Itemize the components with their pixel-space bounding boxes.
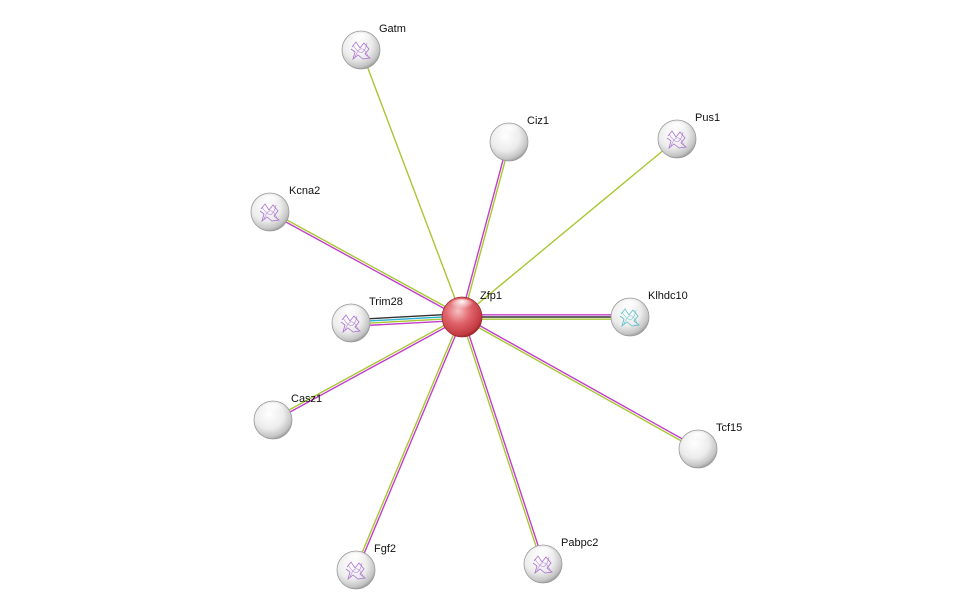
edge-line-textmining: [272, 315, 462, 420]
node-highlight: [686, 431, 710, 446]
node-highlight: [449, 299, 475, 313]
protein-structure-thumbnail: [259, 203, 280, 223]
protein-structure-detail: [342, 315, 359, 331]
node-highlight: [665, 121, 689, 136]
protein-structure-thumbnail: [340, 314, 361, 334]
node-highlight: [344, 552, 368, 567]
edge-line-experiments: [356, 317, 464, 571]
protein-structure-detail: [352, 42, 369, 58]
node-highlight: [497, 124, 521, 139]
node-casz1[interactable]: Casz1: [253, 393, 322, 440]
protein-structure-thumbnail: [345, 561, 366, 581]
node-zfp1[interactable]: Zfp1: [441, 290, 502, 338]
protein-structure-thumbnail: [532, 555, 553, 575]
edge-pabpc2[interactable]: [460, 316, 545, 565]
edge-kcna2[interactable]: [269, 210, 463, 319]
protein-structure-detail: [261, 204, 278, 220]
edge-line-textmining: [354, 316, 462, 570]
edge-pus1[interactable]: [461, 138, 678, 318]
edge-line-experiments: [462, 316, 545, 564]
node-label-pus1: Pus1: [695, 112, 720, 124]
node-label-kcna2: Kcna2: [289, 185, 320, 197]
edge-line-textmining: [360, 49, 463, 318]
edge-line-textmining: [270, 210, 463, 317]
node-pus1[interactable]: Pus1: [657, 112, 720, 159]
edge-tcf15[interactable]: [461, 315, 699, 451]
protein-structure-detail: [668, 131, 685, 147]
edge-fgf2[interactable]: [354, 316, 464, 571]
edge-line-textmining: [461, 317, 698, 451]
edges-layer: [269, 49, 699, 571]
protein-structure-thumbnail: [350, 41, 371, 61]
protein-structure-detail: [534, 556, 551, 572]
edge-line-experiments: [460, 141, 509, 317]
edge-ciz1[interactable]: [460, 141, 511, 318]
node-kcna2[interactable]: Kcna2: [250, 185, 320, 232]
node-fgf2[interactable]: Fgf2: [336, 543, 396, 590]
protein-structure-thumbnail: [619, 308, 640, 328]
node-label-tcf15: Tcf15: [716, 422, 742, 434]
node-tcf15[interactable]: Tcf15: [678, 422, 742, 469]
node-label-klhdc10: Klhdc10: [648, 290, 688, 302]
node-highlight: [349, 32, 373, 47]
edge-gatm[interactable]: [360, 49, 463, 318]
edge-casz1[interactable]: [272, 315, 463, 422]
node-highlight: [531, 546, 555, 561]
node-label-pabpc2: Pabpc2: [561, 537, 598, 549]
protein-structure-detail: [621, 309, 638, 325]
node-label-casz1: Casz1: [291, 393, 322, 405]
edge-line-experiments: [273, 317, 463, 422]
edge-line-textmining: [461, 138, 678, 318]
protein-structure-detail: [347, 562, 364, 578]
node-label-gatm: Gatm: [379, 23, 406, 35]
node-ciz1[interactable]: Ciz1: [489, 115, 549, 162]
protein-structure-thumbnail: [666, 130, 687, 150]
node-highlight: [618, 299, 642, 314]
edge-line-experiments: [462, 315, 699, 449]
node-klhdc10[interactable]: Klhdc10: [610, 290, 688, 337]
edge-line-experiments: [269, 212, 462, 319]
node-trim28[interactable]: Trim28: [331, 296, 403, 343]
edge-klhdc10[interactable]: [462, 314, 630, 320]
node-label-fgf2: Fgf2: [374, 543, 396, 555]
node-label-ciz1: Ciz1: [527, 115, 549, 127]
edge-line-textmining: [462, 142, 511, 318]
node-highlight: [261, 402, 285, 417]
node-highlight: [258, 194, 282, 209]
edge-line-textmining: [460, 317, 543, 565]
node-highlight: [339, 305, 363, 320]
node-label-trim28: Trim28: [369, 296, 403, 308]
node-gatm[interactable]: Gatm: [341, 23, 406, 70]
node-pabpc2[interactable]: Pabpc2: [523, 537, 598, 584]
node-label-zfp1: Zfp1: [480, 290, 502, 302]
